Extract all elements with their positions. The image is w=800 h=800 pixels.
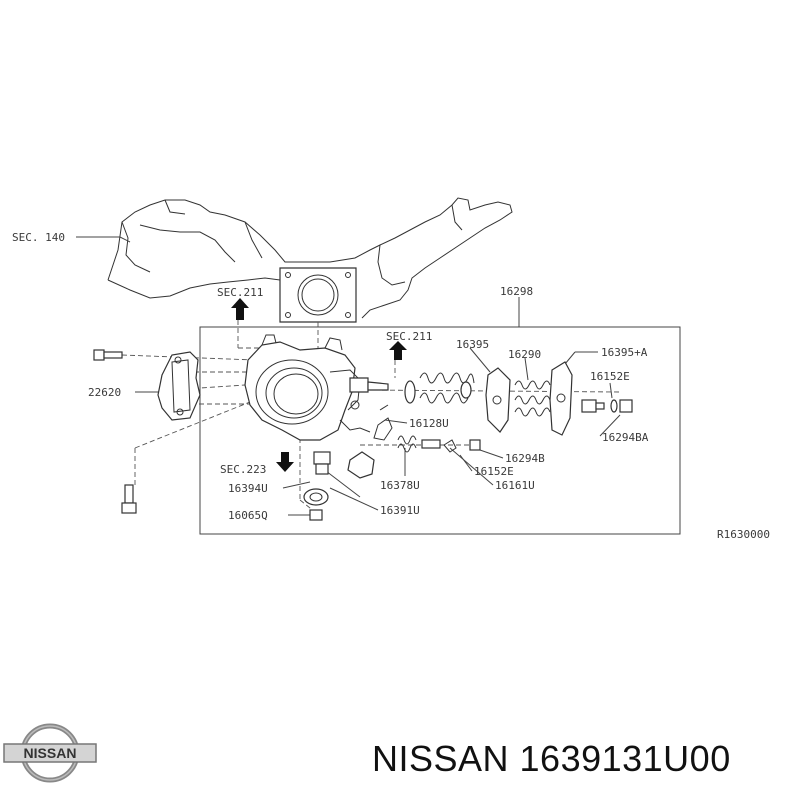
label-16128u: 16128U	[409, 417, 449, 430]
label-16290: 16290	[508, 348, 541, 361]
part-16128u-bracket	[373, 404, 393, 441]
leader-lines	[76, 236, 621, 516]
bolt-lower	[121, 484, 137, 514]
collar-small	[460, 381, 472, 399]
part-16290-spring	[514, 380, 551, 417]
label-16395a: 16395+A	[601, 346, 648, 359]
label-16391u: 16391U	[380, 504, 420, 517]
part-16391u-gasket	[303, 488, 329, 506]
part-16378u-spring	[397, 435, 417, 453]
throttle-body	[244, 334, 389, 441]
label-16378u: 16378U	[380, 479, 420, 492]
label-ref-code: R1630000	[717, 528, 770, 541]
label-22620: 22620	[88, 386, 121, 399]
assembly-dashed-lines	[121, 320, 621, 513]
label-16065q: 16065Q	[228, 509, 268, 522]
connector-block	[347, 451, 375, 479]
pin-rod	[421, 439, 441, 449]
label-16294b: 16294B	[505, 452, 545, 465]
bolt-upper	[93, 349, 123, 361]
label-16298: 16298	[500, 285, 533, 298]
label-16394u: 16394U	[228, 482, 268, 495]
part-16152e-washer	[581, 399, 605, 413]
label-sec223: SEC.223	[220, 463, 266, 476]
label-16152e-upper: 16152E	[590, 370, 630, 383]
label-16395: 16395	[456, 338, 489, 351]
nissan-logo: NISSAN	[3, 723, 97, 783]
sec223-arrow-down	[276, 452, 294, 472]
sec211-arrow-right	[389, 341, 407, 360]
part-16294ba-nut	[610, 399, 633, 413]
part-16065q-screw	[309, 509, 323, 521]
part-16395-lever	[485, 367, 511, 433]
label-16294ba: 16294BA	[602, 431, 649, 444]
label-sec211-left: SEC.211	[217, 286, 263, 299]
label-sec140: SEC. 140	[12, 231, 65, 244]
intake-manifold	[107, 197, 513, 323]
part-22620-sensor	[157, 351, 201, 421]
part-number-caption: NISSAN 1639131U00	[372, 738, 731, 779]
part-16161u-clip	[443, 439, 457, 453]
part-16395a-lever	[549, 361, 573, 436]
label-16152e-lower: 16152E	[474, 465, 514, 478]
sec211-arrow-left	[231, 298, 249, 320]
part-16395-spring	[404, 372, 475, 404]
assembly-box-16298	[199, 326, 681, 535]
part-16394u-plug	[313, 451, 331, 475]
part-16294b-nut	[469, 439, 481, 451]
label-sec211-right: SEC.211	[386, 330, 432, 343]
nissan-logo-text: NISSAN	[24, 745, 77, 761]
label-16161u: 16161U	[495, 479, 535, 492]
